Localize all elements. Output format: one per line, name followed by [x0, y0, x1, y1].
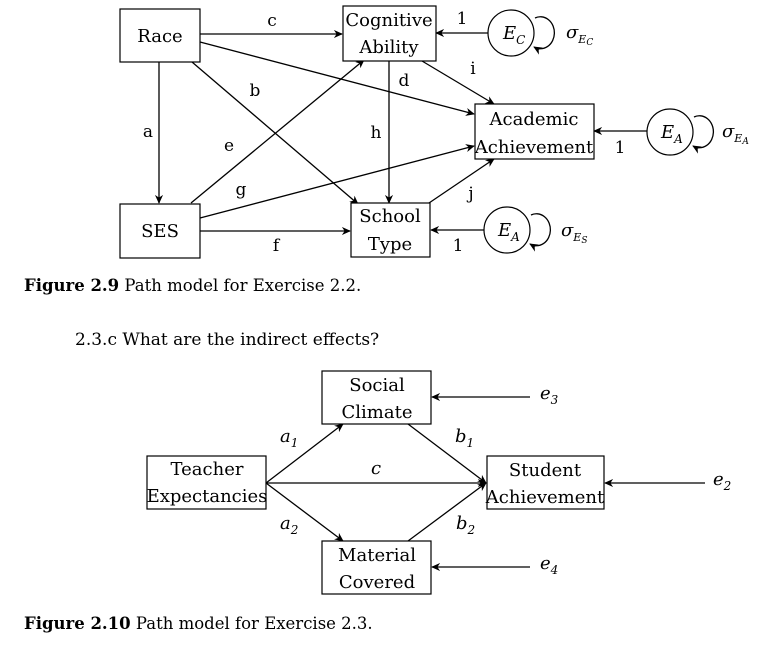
path-label-i: i: [470, 59, 476, 79]
node-cognitive-box: [342, 5, 437, 62]
node-material-label-2: Covered: [339, 572, 415, 593]
figure-2-10-caption-text: Path model for Exercise 2.3.: [130, 614, 373, 633]
node-ses-label: SES: [141, 221, 179, 242]
edge-a1-teacher-social: [265, 423, 344, 484]
path-label-a1: a1: [280, 426, 298, 450]
path-label-j: j: [466, 184, 473, 204]
path-label-a: a: [143, 122, 153, 142]
edge-j-school-academic: [428, 158, 495, 204]
path-label-one-top: 1: [457, 9, 468, 29]
path-label-h: h: [371, 123, 382, 143]
figure-2-10-caption-label: Figure 2.10: [24, 614, 131, 633]
error-node-ea-academic: [646, 108, 694, 156]
edge-i-cognitive-academic: [421, 60, 495, 105]
figure-2-9-caption-label: Figure 2.9: [24, 276, 120, 295]
node-teacher-box: [146, 455, 267, 510]
error-label-e2: e2: [713, 469, 731, 493]
edge-b2-material-student: [407, 482, 487, 542]
figure-2-10-caption: Figure 2.10 Path model for Exercise 2.3.: [24, 614, 373, 633]
self-loop-ec: [533, 16, 556, 55]
error-label-e4: e4: [540, 553, 558, 577]
node-race-box: [119, 8, 201, 63]
node-school-box: [350, 202, 431, 258]
node-teacher-label-1: Teacher: [171, 459, 244, 480]
path-label-g: g: [236, 180, 247, 200]
figure-2-9-caption-text: Path model for Exercise 2.2.: [119, 276, 362, 295]
figure-2-9-caption: Figure 2.9 Path model for Exercise 2.2.: [24, 276, 361, 295]
error-label-ea-academic: EA: [660, 122, 683, 146]
node-academic-label-1: Academic: [489, 109, 579, 130]
path-label-a2: a2: [280, 513, 298, 537]
path-label-c: c: [267, 11, 277, 31]
sigma-label-ec: σEC: [566, 22, 593, 48]
node-social-label-2: Climate: [342, 402, 413, 423]
node-student-box: [486, 455, 605, 510]
path-label-b: b: [250, 81, 261, 101]
node-cognitive-label-2: Ability: [358, 37, 419, 58]
node-material-label-1: Material: [338, 545, 416, 566]
edge-g-ses-academic: [199, 144, 475, 219]
sigma-label-es: σES: [561, 220, 588, 246]
exercise-question: 2.3.c What are the indirect effects?: [75, 330, 380, 350]
node-teacher-label-2: Expectancies: [147, 486, 268, 507]
self-loop-ea-academic: [692, 115, 715, 154]
edge-b1-social-student: [407, 423, 487, 484]
error-label-ea-school: EA: [497, 220, 520, 244]
error-label-ec: EC: [502, 23, 525, 47]
node-material-box: [321, 540, 432, 595]
path-label-f: f: [273, 236, 281, 256]
error-node-ea-school: [483, 206, 531, 254]
path-label-d: d: [399, 71, 410, 91]
node-academic-label-2: Achievement: [474, 137, 594, 158]
path-label-one-mid: 1: [615, 138, 626, 158]
path-label-e: e: [224, 136, 234, 156]
node-academic-box: [474, 103, 595, 160]
self-loop-es: [529, 213, 552, 252]
node-student-label-2: Achievement: [485, 487, 605, 508]
node-social-label-1: Social: [349, 375, 405, 396]
path-model-figure-2-9: Race Cognitive Ability Academic Achievem…: [119, 5, 749, 259]
node-social-box: [321, 370, 432, 425]
node-school-label-2: Type: [368, 234, 412, 255]
node-school-label-1: School: [359, 206, 421, 227]
path-label-b1: b1: [455, 426, 474, 450]
node-cognitive-label-1: Cognitive: [345, 10, 432, 31]
node-student-label-1: Student: [509, 460, 582, 481]
sigma-label-ea: σEA: [722, 121, 749, 147]
edge-e-ses-cognitive: [190, 59, 365, 204]
edge-race-academic: [199, 41, 475, 116]
node-race-label: Race: [137, 26, 182, 47]
path-label-one-bottom: 1: [453, 236, 464, 256]
path-label-b2: b2: [456, 513, 475, 537]
path-label-c2: c: [371, 458, 381, 479]
node-ses-box: [119, 203, 201, 259]
edge-a2-teacher-material: [265, 482, 344, 542]
error-label-e3: e3: [540, 383, 559, 407]
error-node-ec: [487, 9, 535, 57]
